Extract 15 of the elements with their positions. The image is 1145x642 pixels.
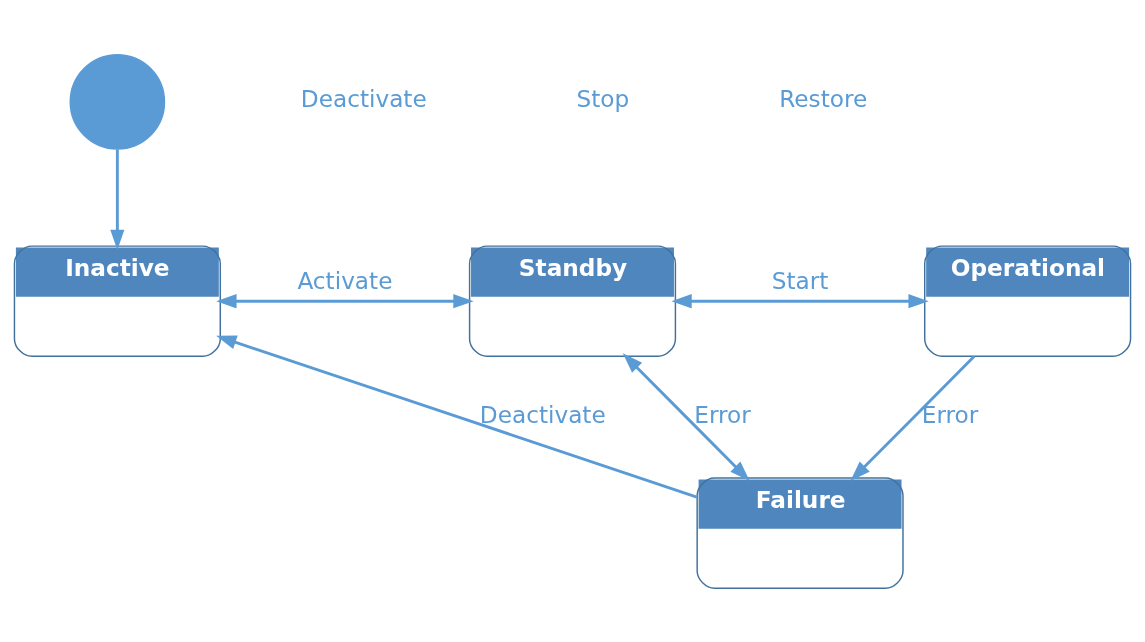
edge-label: Deactivate — [479, 400, 606, 428]
edge-label: Start — [771, 266, 829, 294]
arrow — [850, 354, 976, 481]
node-circle — [69, 53, 166, 150]
arrow — [622, 352, 750, 481]
edge-label: Error — [694, 400, 751, 428]
label: Stop — [576, 84, 630, 112]
arrow — [216, 335, 698, 498]
arrow — [216, 293, 474, 308]
arrow — [110, 148, 125, 250]
edge-label: Activate — [297, 266, 393, 294]
arrow — [671, 293, 929, 308]
label: Restore — [779, 84, 868, 112]
edge-label: Error — [921, 400, 979, 428]
label: Deactivate — [300, 84, 427, 112]
